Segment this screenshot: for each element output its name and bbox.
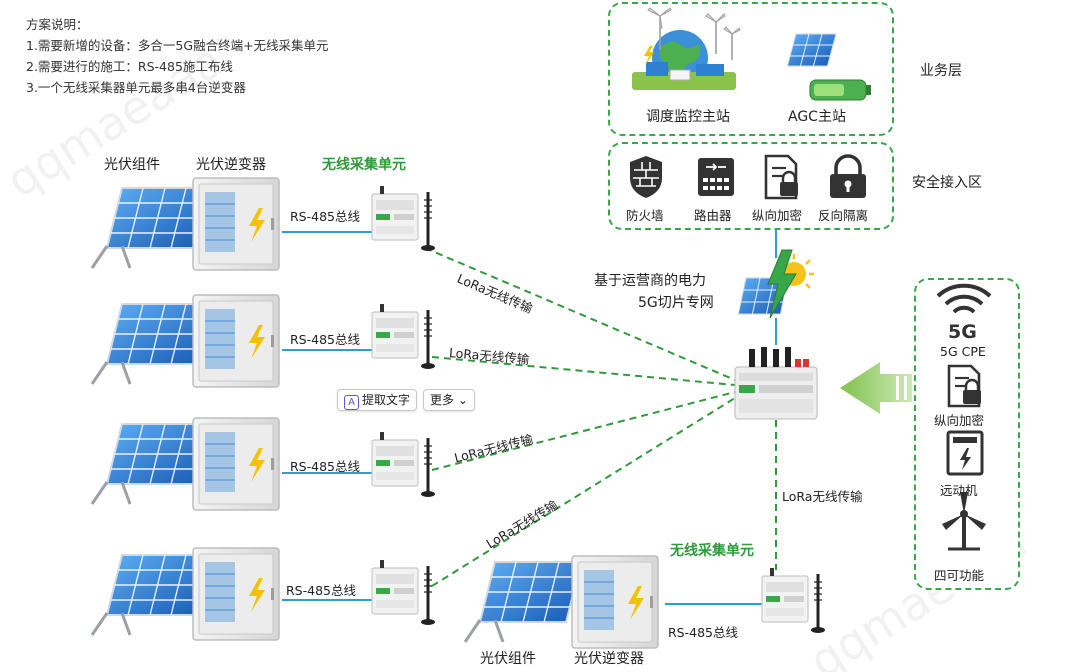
wind-turbine-icon — [942, 492, 986, 551]
security-item-firewall: 防火墙 — [626, 208, 664, 223]
layer-business-label: 业务层 — [920, 63, 962, 79]
text-extract-icon: A — [344, 395, 359, 410]
rs485-label-row-3: RS-485总线 — [290, 459, 360, 474]
heading-pv-module: 光伏组件 — [104, 157, 160, 173]
inverter-row-3 — [192, 417, 280, 511]
right-item-four-functions: 四可功能 — [934, 568, 985, 583]
right-item-telecontrol: 远动机 — [940, 483, 978, 498]
arrow-icon — [840, 362, 912, 414]
more-button[interactable]: 更多 ⌄ — [423, 389, 475, 411]
pv-module-row-1 — [90, 186, 210, 270]
lora-label-vertical: LoRa无线传输 — [782, 489, 863, 504]
inverter-row-2 — [192, 294, 280, 388]
pv-module-row-3 — [90, 422, 210, 506]
notes-item-1: 1.需要新增的设备：多合一5G融合终端+无线采集单元 — [26, 38, 329, 53]
security-item-encryption: 纵向加密 — [752, 208, 803, 223]
router-icon — [698, 158, 734, 196]
chevron-down-icon: ⌄ — [457, 393, 468, 407]
firewall-icon — [630, 156, 662, 198]
scheme-notes: 方案说明： 1.需要新增的设备：多合一5G融合终端+无线采集单元 2.需要进行的… — [26, 14, 329, 98]
bottom-heading-pv-module: 光伏组件 — [480, 651, 536, 667]
notes-item-2: 2.需要进行的施工：RS-485施工布线 — [26, 59, 233, 74]
layer-security-label: 安全接入区 — [912, 175, 982, 191]
pv-module-row-2 — [90, 302, 210, 386]
encryption-icon — [764, 154, 798, 200]
fusion-terminal-icon[interactable] — [734, 347, 818, 420]
right-panel-box — [914, 278, 1020, 590]
notes-item-3: 3.一个无线采集器单元最多串4台逆变器 — [26, 80, 246, 95]
heading-wireless-unit: 无线采集单元 — [322, 157, 406, 173]
heading-pv-inverter: 光伏逆变器 — [196, 157, 266, 173]
inverter-row-1 — [192, 177, 280, 271]
bottom-heading-wireless-unit: 无线采集单元 — [670, 543, 754, 559]
dispatch-station-icon — [632, 7, 741, 90]
notes-title: 方案说明： — [26, 17, 89, 32]
network-label-line-1: 基于运营商的电力 — [594, 273, 706, 289]
collector-unit-row-3 — [370, 430, 437, 499]
collector-unit-row-2 — [370, 302, 437, 371]
lora-link-row-1 — [424, 247, 736, 381]
lora-link-row-2 — [431, 356, 736, 386]
extract-text-label: 提取文字 — [362, 393, 411, 407]
network-5g-icon — [737, 249, 814, 319]
lora-link-row-3 — [431, 391, 736, 471]
telecontrol-icon — [946, 430, 984, 476]
network-label-line-2: 5G切片专网 — [638, 295, 714, 311]
pv-module-bottom — [463, 560, 583, 644]
collector-unit-bottom — [760, 566, 827, 635]
5g-icon-text: 5G — [948, 321, 977, 343]
inverter-bottom — [571, 555, 659, 649]
business-item-agc: AGC主站 — [788, 109, 846, 125]
rs485-label-row-2: RS-485总线 — [290, 332, 360, 347]
security-item-isolation: 反向隔离 — [818, 208, 869, 223]
encryption-icon-right — [947, 364, 981, 408]
wifi-5g-icon — [936, 283, 992, 314]
rs485-label-bottom: RS-485总线 — [668, 625, 738, 640]
pv-module-row-4 — [90, 553, 210, 637]
security-item-router: 路由器 — [694, 208, 732, 223]
rs485-label-row-4: RS-485总线 — [286, 583, 356, 598]
inverter-row-4 — [192, 547, 280, 641]
collector-unit-row-1 — [370, 184, 437, 253]
bottom-heading-pv-inverter: 光伏逆变器 — [574, 651, 644, 667]
right-item-5g-cpe: 5G CPE — [940, 344, 986, 359]
right-item-encryption: 纵向加密 — [934, 413, 985, 428]
rs485-label-row-1: RS-485总线 — [290, 209, 360, 224]
agc-station-icon — [786, 33, 871, 101]
collector-unit-row-4 — [370, 558, 437, 627]
more-label: 更多 — [430, 393, 455, 407]
business-item-dispatch: 调度监控主站 — [646, 109, 730, 125]
isolation-lock-icon — [830, 154, 866, 198]
